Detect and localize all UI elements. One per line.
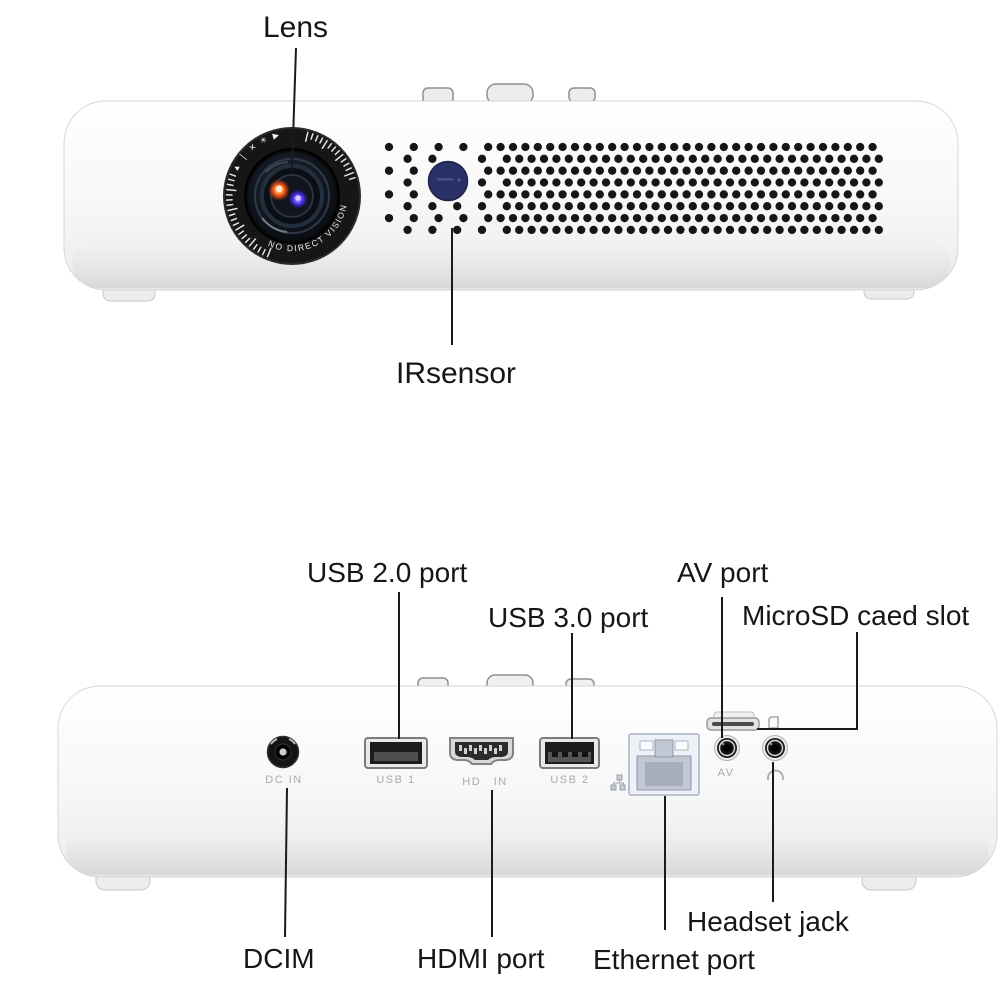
- headphone-icon: [767, 769, 784, 780]
- dcim-callout-label: DCIM: [243, 943, 315, 974]
- irsensor-callout-label: IRsensor: [396, 357, 516, 390]
- headset-jack: [762, 735, 788, 761]
- av-jack: [714, 735, 740, 761]
- av-label: AV: [718, 767, 735, 779]
- dcim-callout-line: [284, 787, 288, 938]
- usb30-callout-label: USB 3.0 port: [488, 602, 649, 633]
- body-shading: [66, 824, 989, 875]
- body-shading: [72, 238, 950, 288]
- lens-callout-label: Lens: [263, 11, 328, 44]
- ethernet-callout-label: Ethernet port: [593, 944, 755, 975]
- lens-callout-line: [291, 47, 297, 171]
- front-view: ▲│✕✳▶ NO DIRECT VISION Lens IRsensor: [63, 11, 959, 390]
- svg-text:│: │: [238, 151, 250, 162]
- svg-text:▶: ▶: [272, 130, 281, 141]
- svg-text:▲: ▲: [230, 162, 242, 173]
- lens-ring-ticks: [225, 131, 356, 258]
- lens-reflection: [265, 161, 289, 173]
- hdmi-pins: [459, 745, 502, 754]
- av-callout-label: AV port: [677, 557, 769, 588]
- ir-sensor: [427, 160, 469, 202]
- usb1-label: USB 1: [376, 774, 415, 786]
- hdmi-port: [449, 737, 514, 765]
- usb2-label: USB 2: [550, 774, 589, 786]
- hdmi-callout-label: HDMI port: [417, 943, 545, 974]
- dc-in-label: DC IN: [265, 774, 302, 786]
- usb-a-port-1: [364, 737, 428, 769]
- top-button: [568, 87, 596, 103]
- ethernet-port: [628, 733, 700, 796]
- usb-a-port-2: [539, 737, 600, 769]
- lens: ▲│✕✳▶ NO DIRECT VISION: [223, 127, 361, 265]
- microsd-callout-label: MicroSD caed slot: [742, 600, 969, 631]
- dc-jack: [266, 735, 300, 769]
- network-icon: [610, 774, 626, 791]
- microsd-callout-line: [757, 632, 858, 730]
- headset-callout-label: Headset jack: [687, 906, 850, 937]
- speaker-grille: [384, 142, 883, 235]
- lens-reflection: [261, 217, 288, 233]
- lens-ring-symbols: ▲│✕✳▶: [230, 130, 280, 173]
- back-view: DC IN USB 1 HD IN: [57, 557, 998, 975]
- usb20-callout-label: USB 2.0 port: [307, 557, 468, 588]
- usb-pins: [552, 752, 588, 757]
- microsd-slot: [706, 711, 760, 731]
- hd-in-label: HD IN: [462, 776, 507, 788]
- svg-text:✕: ✕: [247, 142, 258, 153]
- svg-text:✳: ✳: [259, 135, 269, 146]
